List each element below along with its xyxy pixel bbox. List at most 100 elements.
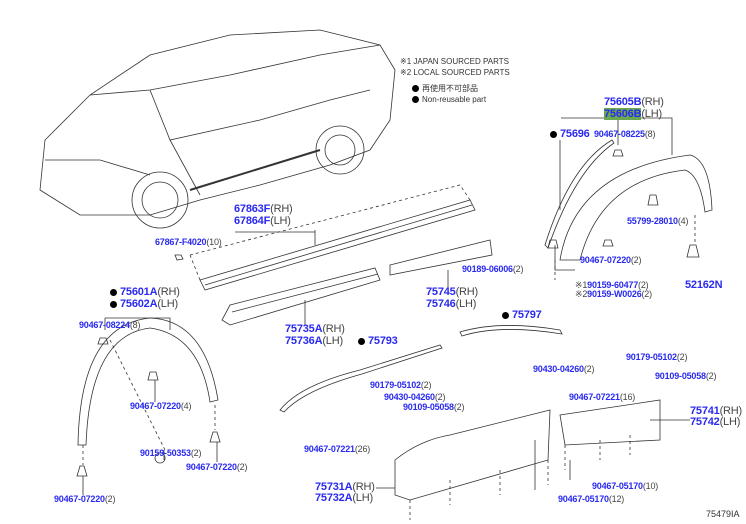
part-label-75736a[interactable]: 75736A(LH)	[285, 335, 343, 347]
part-number[interactable]: 90467-08224	[79, 320, 130, 330]
part-number[interactable]: 90109-05058	[655, 371, 706, 381]
part-label-75797[interactable]: 75797	[502, 309, 542, 321]
part-number[interactable]: 75606B	[604, 108, 642, 120]
part-label-75601a[interactable]: 75601A(RH)	[110, 286, 180, 298]
part-label-55799-28010[interactable]: 55799-28010(4)	[627, 216, 688, 226]
part-qualifier: (2)	[630, 255, 642, 265]
part-label-90467-07220[interactable]: 90467-07220(2)	[580, 255, 641, 265]
part-number[interactable]: 67864F	[234, 215, 271, 227]
part-label-90467-05170[interactable]: 90467-05170(10)	[592, 481, 658, 491]
part-number[interactable]: 90467-07220	[130, 401, 181, 411]
part-number[interactable]: 90159-W0026	[587, 289, 642, 299]
part-number[interactable]: 90467-08225	[594, 129, 645, 139]
part-label-75605b[interactable]: 75605B(RH)	[604, 96, 664, 108]
part-label-75735a[interactable]: 75735A(RH)	[285, 323, 345, 335]
part-number[interactable]: 90109-05058	[403, 402, 454, 412]
part-number[interactable]: 55799-28010	[627, 216, 678, 226]
part-label-67864f[interactable]: 67864F(LH)	[234, 215, 291, 227]
part-number[interactable]: 52162N	[685, 279, 723, 291]
part-label-67863f[interactable]: 67863F(RH)	[234, 203, 293, 215]
part-number[interactable]: 90179-05102	[370, 380, 421, 390]
note-non-reusable-jp: 再使用不可部品	[412, 84, 478, 94]
part-number[interactable]: 90467-07220	[580, 255, 631, 265]
part-qualifier: (10)	[642, 481, 659, 491]
part-number[interactable]: 90467-05170	[592, 481, 643, 491]
non-reusable-bullet-icon	[110, 301, 117, 308]
part-label-75745[interactable]: 75745(RH)	[426, 286, 478, 298]
part-number[interactable]: 90159-60477	[587, 280, 639, 290]
part-number[interactable]: 75793	[368, 335, 398, 347]
part-qualifier: (LH)	[641, 108, 662, 120]
part-number[interactable]: 67863F	[234, 203, 271, 215]
vehicle-illustration	[39, 29, 396, 229]
part-label-90467-07220[interactable]: 90467-07220(2)	[186, 462, 247, 472]
part-number[interactable]: 75735A	[285, 323, 323, 335]
part-label-75732a[interactable]: 75732A(LH)	[315, 492, 373, 504]
non-reusable-bullet-icon	[110, 289, 117, 296]
part-label-90467-05170[interactable]: 90467-05170(12)	[558, 494, 624, 504]
part-qualifier: (8)	[129, 320, 141, 330]
part-label-90109-05058[interactable]: 90109-05058(2)	[655, 371, 716, 381]
part-qualifier: (2)	[583, 364, 595, 374]
part-label-75606b[interactable]: 75606B(LH)	[604, 108, 662, 120]
part-number[interactable]: 90430-04260	[533, 364, 584, 374]
part-label-90179-05102[interactable]: 90179-05102(2)	[626, 352, 687, 362]
part-label-90159-w0026[interactable]: ※290159-W0026(2)	[575, 289, 652, 299]
part-label-90467-07220[interactable]: 90467-07220(4)	[130, 401, 191, 411]
part-number[interactable]: 67867-F4020	[155, 237, 207, 247]
part-qualifier: (LH)	[455, 298, 477, 310]
part-label-90467-07221[interactable]: 90467-07221(16)	[569, 392, 635, 402]
part-number[interactable]: 75742	[690, 416, 720, 428]
part-label-75741[interactable]: 75741(RH)	[690, 405, 742, 417]
part-number[interactable]: 90467-07221	[569, 392, 620, 402]
part-label-90467-08224[interactable]: 90467-08224(8)	[79, 320, 140, 330]
part-label-75746[interactable]: 75746(LH)	[426, 298, 476, 310]
part-qualifier: (2)	[638, 280, 649, 290]
part-label-75731a[interactable]: 75731A(RH)	[315, 481, 375, 493]
part-number[interactable]: 90430-04260	[384, 392, 435, 402]
part-number[interactable]: 90179-05102	[626, 352, 677, 362]
part-qualifier: (2)	[705, 371, 717, 381]
part-number[interactable]: 75741	[690, 405, 720, 417]
non-reusable-bullet-icon	[550, 131, 557, 138]
part-number[interactable]: 75745	[426, 286, 456, 298]
part-number[interactable]: 75601A	[120, 286, 158, 298]
part-qualifier: (10)	[206, 237, 222, 247]
part-label-75793[interactable]: 75793	[358, 335, 398, 347]
part-qualifier: (16)	[619, 392, 636, 402]
part-qualifier: (LH)	[352, 492, 373, 504]
part-number[interactable]: 90159-50353	[140, 448, 191, 458]
note-text: Non-reusable part	[422, 95, 487, 104]
part-number[interactable]: 90467-07220	[54, 494, 105, 504]
part-number[interactable]: 75605B	[604, 96, 642, 108]
part-label-90467-08225[interactable]: 90467-08225(8)	[594, 129, 655, 139]
part-label-52162n[interactable]: 52162N	[685, 279, 723, 291]
part-number[interactable]: 75797	[512, 309, 542, 321]
part-label-75696[interactable]: 75696	[550, 128, 590, 140]
part-number[interactable]: 75602A	[120, 298, 158, 310]
part-label-90467-07221[interactable]: 90467-07221(26)	[304, 444, 370, 454]
part-number[interactable]: 75732A	[315, 492, 353, 504]
part-number[interactable]: 75731A	[315, 481, 353, 493]
part-number[interactable]: 90467-07220	[186, 462, 237, 472]
part-number[interactable]: 90189-06006	[462, 264, 513, 274]
part-label-75742[interactable]: 75742(LH)	[690, 416, 740, 428]
part-number[interactable]: 75746	[426, 298, 456, 310]
part-label-90179-05102[interactable]: 90179-05102(2)	[370, 380, 431, 390]
part-label-90159-50353[interactable]: 90159-50353(2)	[140, 448, 201, 458]
part-number[interactable]: 90467-07221	[304, 444, 355, 454]
part-number[interactable]: 75736A	[285, 335, 323, 347]
part-label-90467-07220[interactable]: 90467-07220(2)	[54, 494, 115, 504]
part-number[interactable]: 75696	[560, 128, 590, 140]
part-label-75602a[interactable]: 75602A(LH)	[110, 298, 178, 310]
bullet-icon	[412, 96, 419, 103]
part-number[interactable]: 90467-05170	[558, 494, 609, 504]
part-label-90189-06006[interactable]: 90189-06006(2)	[462, 264, 523, 274]
part-label-90159-60477[interactable]: ※190159-60477(2)	[575, 280, 649, 290]
part-qualifier: (RH)	[322, 323, 345, 335]
part-label-90430-04260[interactable]: 90430-04260(2)	[533, 364, 594, 374]
part-label-90109-05058[interactable]: 90109-05058(2)	[403, 402, 464, 412]
part-label-67867-f4020[interactable]: 67867-F4020(10)	[155, 237, 222, 247]
part-label-90430-04260[interactable]: 90430-04260(2)	[384, 392, 445, 402]
